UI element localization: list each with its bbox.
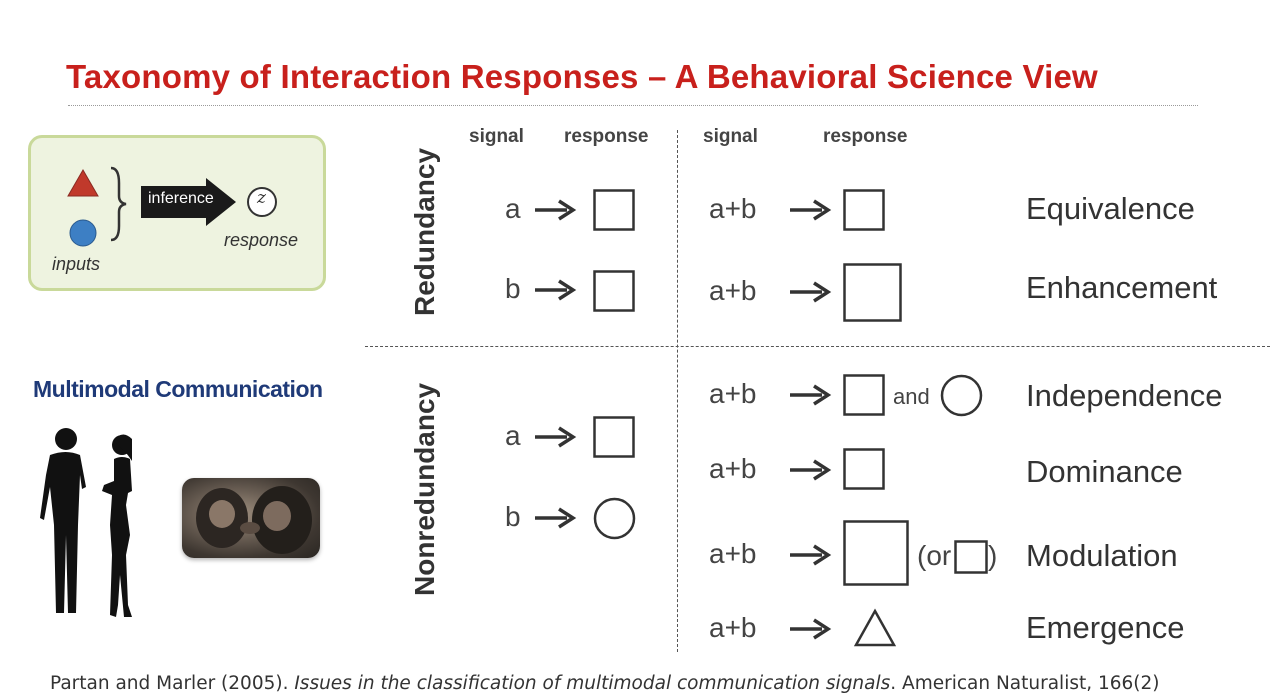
arrow-icon [535, 507, 577, 529]
signal-a-redundancy: a [505, 193, 521, 224]
or-open-label: (or [917, 540, 952, 571]
output-circle-icon [247, 187, 277, 217]
column-divider [677, 130, 678, 652]
inference-label: inference [148, 190, 214, 207]
response-label: response [224, 230, 299, 250]
signal-ab-independence: a+b [709, 378, 757, 409]
large-square-response-icon [843, 263, 902, 322]
small-square-response-icon [954, 540, 988, 574]
category-modulation: Modulation [1026, 538, 1178, 573]
output-symbol: z [257, 188, 266, 208]
signal-ab-enhancement: a+b [709, 275, 757, 306]
people-silhouette-icon [40, 428, 132, 617]
row-divider [365, 346, 1270, 347]
signal-ab-dominance: a+b [709, 453, 757, 484]
inputs-label: inputs [52, 254, 101, 274]
or-close-label: ) [988, 540, 998, 571]
arrow-icon [535, 279, 577, 301]
chimpanzee-photo [182, 478, 320, 558]
arrow-icon [790, 199, 832, 221]
circle-response-icon [940, 374, 983, 417]
inference-diagram: inference z response inputs [28, 135, 326, 291]
arrow-icon [790, 281, 832, 303]
signal-ab-emergence: a+b [709, 612, 757, 643]
square-response-icon [843, 448, 885, 490]
signal-ab-modulation: a+b [709, 538, 757, 569]
and-label: and [893, 384, 930, 409]
slide-title: Taxonomy of Interaction Responses – A Be… [66, 58, 1098, 95]
large-square-response-icon [843, 520, 909, 586]
category-independence: Independence [1026, 378, 1223, 413]
signal-ab-equivalence: a+b [709, 193, 757, 224]
signal-a-nonredundancy: a [505, 420, 521, 451]
triangle-response-icon [853, 608, 897, 647]
circle-response-icon [593, 497, 636, 540]
circle-input-icon [69, 219, 97, 247]
nonredundancy-label: Nonredundancy [409, 382, 440, 596]
arrow-icon [790, 544, 832, 566]
response-header-right: response [823, 126, 908, 147]
arrow-icon [790, 618, 832, 640]
response-header-left: response [564, 126, 649, 147]
arrow-icon [790, 459, 832, 481]
signal-header-right: signal [703, 126, 758, 147]
citation-authors: Partan and Marler (2005). [50, 673, 295, 694]
arrow-icon [535, 199, 577, 221]
inference-arrow-icon [141, 178, 236, 226]
redundancy-label: Redundancy [409, 147, 440, 316]
signal-header-left: signal [469, 126, 524, 147]
citation: Partan and Marler (2005). Issues in the … [50, 673, 1160, 694]
square-response-icon [843, 189, 885, 231]
square-response-icon [593, 416, 635, 458]
signal-b-nonredundancy: b [505, 501, 521, 532]
arrow-icon [790, 384, 832, 406]
title-divider [68, 105, 1198, 106]
arrow-icon [535, 426, 577, 448]
triangle-input-icon [67, 168, 99, 197]
category-emergence: Emergence [1026, 610, 1185, 645]
signal-b-redundancy: b [505, 273, 521, 304]
square-response-icon [593, 189, 635, 231]
category-enhancement: Enhancement [1026, 270, 1218, 305]
category-dominance: Dominance [1026, 454, 1183, 489]
citation-journal: . American Naturalist, 166(2) [890, 673, 1160, 694]
citation-paper-title: Issues in the classification of multimod… [294, 673, 891, 694]
multimodal-title: Multimodal Communication [33, 376, 323, 402]
square-response-icon [593, 270, 635, 312]
category-equivalence: Equivalence [1026, 191, 1195, 226]
brace-icon [110, 166, 127, 242]
square-response-icon [843, 374, 885, 416]
